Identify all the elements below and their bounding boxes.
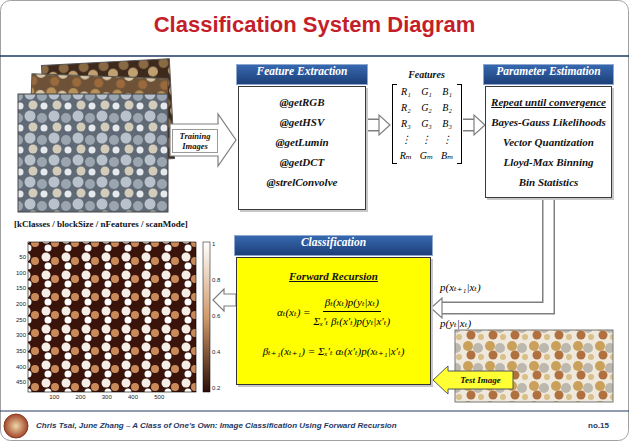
flow-arrow (366, 115, 390, 135)
text-wrap: Bayes-Gauss Likelihoods (491, 112, 606, 132)
section-header: Parameter Estimation (483, 64, 614, 85)
method-title: Forward Recursion (289, 266, 378, 286)
matrix-cell: R₂ (396, 100, 417, 116)
equation-row: αₜ(xₜ) =βₜ(xₜ)p(yₜ|xₜ)Σₓ′ₜ βₜ(x′ₜ)p(yₜ|x… (277, 294, 390, 329)
list-item: Repeat until convergence (491, 92, 606, 112)
axis-tick: 100 (6, 270, 26, 277)
matrix-cell: G₁ (416, 84, 437, 100)
text-wrap: @getRGB (279, 92, 324, 112)
text-wrap: Lloyd-Max Binning (503, 152, 593, 172)
list-item: @getHSV (280, 112, 325, 132)
list-item: @strelConvolve (267, 172, 338, 192)
text-wrap: Features (408, 64, 445, 82)
probability-label: p(xₜ₊₁|xₜ) (440, 280, 481, 294)
axis-tick: 400 (6, 364, 26, 371)
text-wrap: Vector Quantization (503, 132, 594, 152)
section-header: Feature Extraction (236, 64, 368, 85)
matrix-caption: Features (408, 68, 445, 81)
axis-tick: 100 (44, 394, 64, 401)
text-wrap: @getHSV (280, 112, 325, 132)
matrix-bracket: R₁G₁B₁R₂G₂B₂R₃G₃B₃⋮⋮⋮RₘGₘBₘ (392, 84, 462, 164)
matrix-cell: ⋮ (437, 132, 458, 148)
axis-tick: 350 (6, 348, 26, 355)
text-line: @getDCT (243, 152, 361, 172)
list-item: @getLumin (275, 132, 328, 152)
matrix-cell: Gₘ (416, 148, 437, 164)
colorbar-tick: 0.8 (212, 277, 220, 284)
axis-tick: 500 (149, 394, 169, 401)
text-line: Repeat until convergence (490, 92, 607, 112)
text-line: Bin Statistics (490, 172, 607, 192)
flow-arrow (463, 115, 485, 135)
matrix-cell: B₁ (437, 84, 458, 100)
arrow-label: Training Images (172, 129, 218, 153)
text-line: Forward Recursion (242, 266, 425, 286)
fraction: βₜ(xₜ)p(yₜ|xₜ)Σₓ′ₜ βₜ(x′ₜ)p(yₜ|x′ₜ) (314, 294, 391, 329)
text-line: @getHSV (243, 112, 361, 132)
matrix-cell: ⋮ (416, 132, 437, 148)
list-item: Lloyd-Max Binning (503, 152, 593, 172)
slide-title: Classification System Diagram (0, 12, 629, 38)
process-box: Feature Extraction@getRGB@getHSV@getLumi… (238, 86, 366, 210)
text-wrap: Repeat until convergence (491, 92, 606, 112)
axis-tick: 400 (123, 394, 143, 401)
equation-denominator: Σₓ′ₜ βₜ(x′ₜ)p(yₜ|x′ₜ) (314, 312, 391, 329)
text-line: Features (390, 64, 463, 82)
list-item: Bayes-Gauss Likelihoods (491, 112, 606, 132)
colorbar-tick: 0.2 (212, 385, 220, 392)
text-line: βₜ₊₁(xₜ₊₁) = Σₓ′ₜ αₜ(x′ₜ)p(xₜ₊₁|x′ₜ) (242, 341, 425, 359)
axis-tick: 250 (6, 317, 26, 324)
axis-tick: 200 (6, 301, 26, 308)
text-line: αₜ(xₜ) =βₜ(xₜ)p(yₜ|xₜ)Σₓ′ₜ βₜ(x′ₜ)p(yₜ|x… (242, 294, 425, 329)
matrix-cell: B₂ (437, 100, 458, 116)
matrix-cell: B₃ (437, 116, 458, 132)
section-header: Classification (234, 235, 433, 256)
equation-lhs: αₜ(xₜ) = (277, 304, 311, 320)
text-wrap: @strelConvolve (267, 172, 338, 192)
text-line: Lloyd-Max Binning (490, 152, 607, 172)
feature-matrix: FeaturesR₁G₁B₁R₂G₂B₂R₃G₃B₃⋮⋮⋮RₘGₘBₘ (390, 64, 463, 164)
text-wrap: Bin Statistics (519, 172, 579, 192)
colorbar-tick: 0.4 (212, 349, 220, 356)
arrow-label: Test Image (449, 374, 512, 386)
text-wrap: Forward Recursion (289, 266, 378, 286)
list-item: @getDCT (280, 152, 325, 172)
list-item: Bin Statistics (519, 172, 579, 192)
matrix-cell: G₃ (416, 116, 437, 132)
equation-numerator: βₜ(xₜ)p(yₜ|xₜ) (323, 294, 381, 312)
list-item: Vector Quantization (503, 132, 594, 152)
axis-tick: 450 (6, 379, 26, 386)
parameter-note: [kClasses / blockSize / nFeatures / scan… (14, 218, 188, 230)
matrix-cell: R₃ (396, 116, 417, 132)
colorbar-tick: 0.6 (212, 313, 220, 320)
equation: βₜ₊₁(xₜ₊₁) = Σₓ′ₜ αₜ(x′ₜ)p(xₜ₊₁|x′ₜ) (263, 343, 405, 359)
text-line: @getLumin (243, 132, 361, 152)
matrix-cell: Bₘ (437, 148, 458, 164)
axis-tick: 150 (6, 285, 26, 292)
text-line: Vector Quantization (490, 132, 607, 152)
axis-tick: 300 (97, 394, 117, 401)
footer-text: Chris Tsai, June Zhang – A Class of One'… (36, 421, 397, 431)
axis-tick: 300 (6, 332, 26, 339)
matrix-cell: ⋮ (396, 132, 417, 148)
classifier-box: ClassificationForward Recursionαₜ(xₜ) =β… (236, 257, 431, 385)
colorbar-tick: 1 (212, 241, 215, 248)
text-line: Bayes-Gauss Likelihoods (490, 112, 607, 132)
text-line: @strelConvolve (243, 172, 361, 192)
matrix-cell: R₁ (396, 84, 417, 100)
flow-arrow (431, 198, 549, 318)
axis-tick: 200 (71, 394, 91, 401)
text-wrap: @getLumin (275, 132, 328, 152)
page-number: no.15 (588, 421, 609, 431)
matrix-cell: G₂ (416, 100, 437, 116)
text-line: @getRGB (243, 92, 361, 112)
list-item: @getRGB (279, 92, 324, 112)
text-wrap: @getDCT (280, 152, 325, 172)
axis-tick: 50 (6, 254, 26, 261)
probability-label: p(yₜ|xₜ) (440, 316, 471, 330)
matrix-cell: Rₘ (396, 148, 417, 164)
process-box: Parameter EstimationRepeat until converg… (485, 86, 612, 198)
text-wrap: βₜ₊₁(xₜ₊₁) = Σₓ′ₜ αₜ(x′ₜ)p(xₜ₊₁|x′ₜ) (263, 341, 405, 359)
